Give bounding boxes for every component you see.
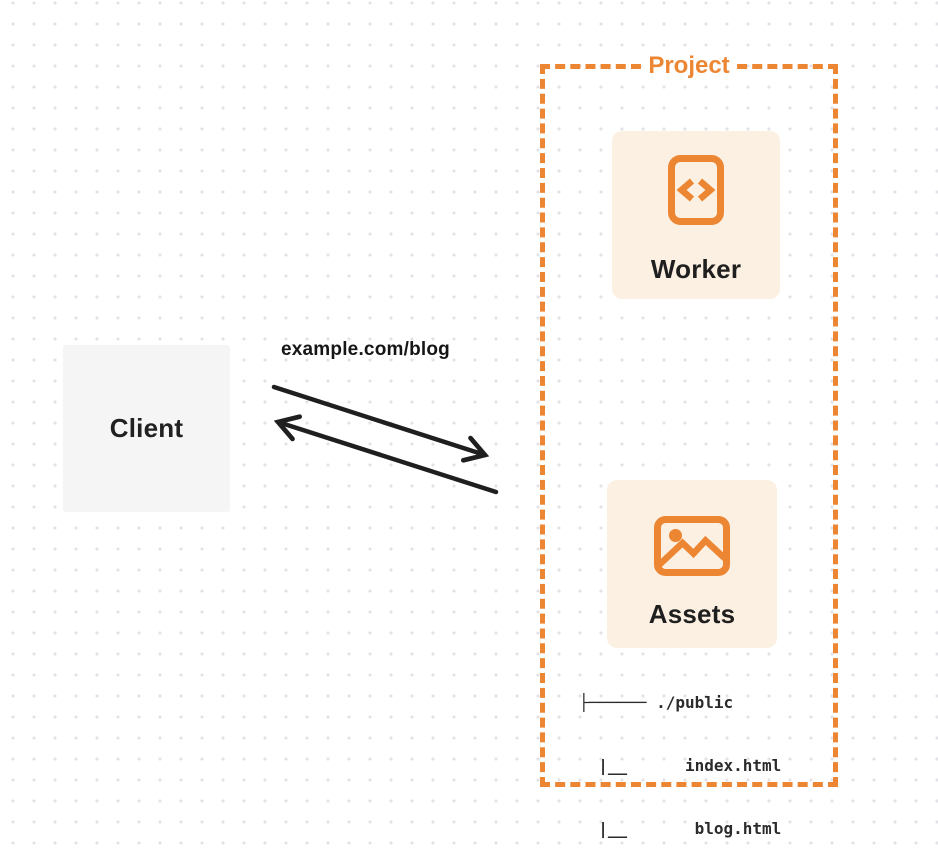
client-node: Client	[63, 345, 230, 512]
project-boundary: Project	[540, 52, 838, 787]
response-arrow	[273, 414, 499, 495]
request-url-label: example.com/blog	[281, 339, 450, 360]
image-icon	[654, 516, 730, 581]
project-label: Project	[642, 52, 736, 80]
request-arrow	[271, 384, 490, 463]
assets-node: Assets	[607, 480, 777, 648]
worker-node: Worker	[612, 131, 780, 299]
assets-label: Assets	[648, 599, 736, 629]
file-tree-line-public: ├────── ./public	[579, 693, 734, 712]
code-file-icon	[668, 155, 724, 230]
file-tree-line-blog: |__ blog.html	[579, 819, 782, 838]
worker-label: Worker	[650, 254, 742, 284]
file-tree-line-index: |__ index.html	[579, 756, 782, 775]
assets-file-tree: ├────── ./public |__ index.html |__ blog…	[579, 650, 781, 860]
client-label: Client	[109, 413, 184, 443]
